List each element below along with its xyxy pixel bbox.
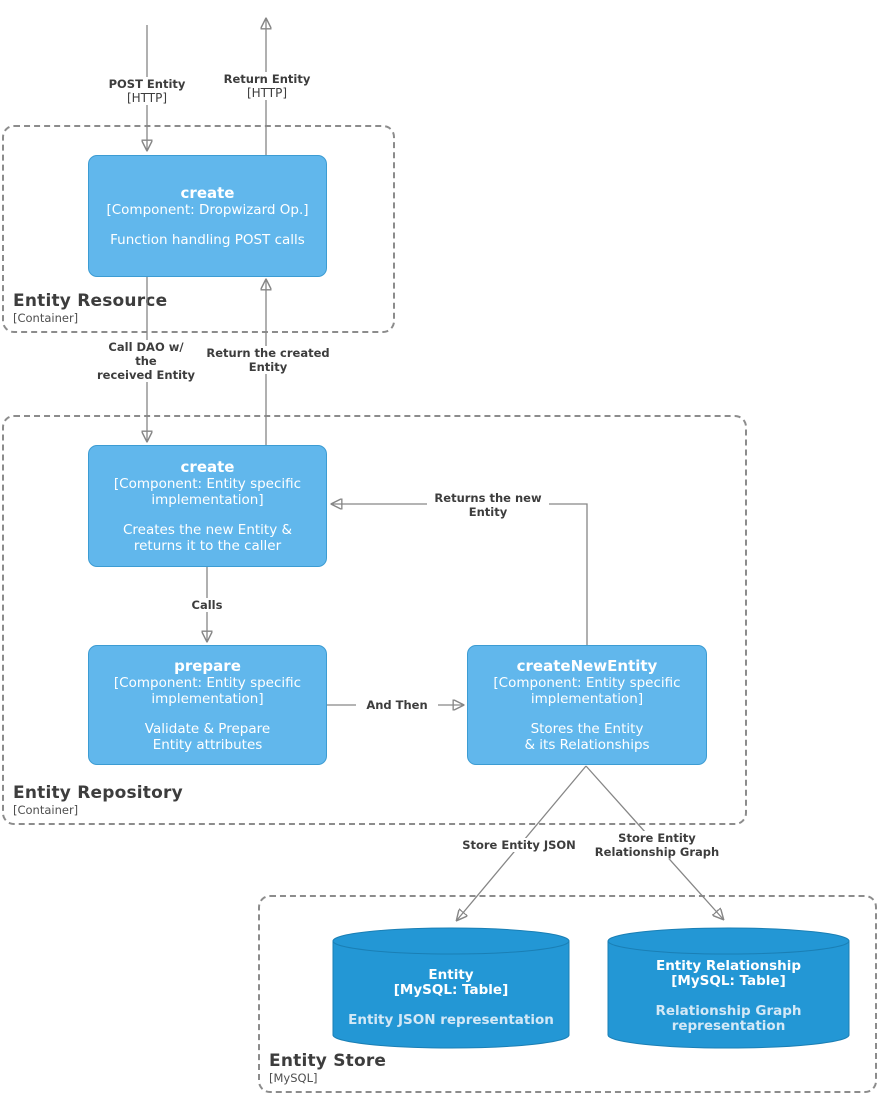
component-create-resource: create [Component: Dropwizard Op.] Funct… bbox=[88, 155, 327, 277]
container-label: Entity Repository [Container] bbox=[13, 783, 183, 818]
component-title: prepare bbox=[174, 657, 241, 675]
edge-label-returns-new-entity: Returns the new Entity bbox=[427, 491, 549, 519]
container-entity-repository: Entity Repository [Container] bbox=[2, 415, 747, 825]
edge-label-return-entity: Return Entity [HTTP] bbox=[207, 72, 327, 100]
container-subtitle: [Container] bbox=[13, 803, 79, 817]
database-type: [MySQL: Table] bbox=[671, 973, 786, 989]
edge-label-calls: Calls bbox=[177, 598, 237, 612]
container-subtitle: [Container] bbox=[13, 311, 79, 325]
container-label: Entity Resource [Container] bbox=[13, 291, 168, 326]
component-title: create bbox=[180, 184, 235, 202]
edge-label-and-then: And Then bbox=[356, 698, 438, 712]
component-description: returns it to the caller bbox=[133, 538, 282, 554]
component-type: implementation] bbox=[530, 691, 644, 707]
edge-label-call-dao: Call DAO w/ the received Entity bbox=[85, 340, 207, 382]
container-title: Entity Resource bbox=[13, 291, 168, 311]
edge-label-post-entity: POST Entity [HTTP] bbox=[87, 77, 207, 105]
database-title: Entity Relationship bbox=[655, 958, 802, 974]
component-title: createNewEntity bbox=[516, 657, 658, 675]
container-subtitle: [MySQL] bbox=[269, 1071, 318, 1085]
edge-label-store-relationship-graph: Store Entity Relationship Graph bbox=[587, 831, 727, 859]
database-description: Entity JSON representation bbox=[348, 1012, 554, 1028]
database-label: Entity [MySQL: Table] Entity JSON repres… bbox=[332, 968, 570, 1028]
edge-label-return-created: Return the created Entity bbox=[204, 346, 332, 374]
component-type: [Component: Entity specific bbox=[113, 675, 302, 691]
container-title: Entity Repository bbox=[13, 783, 183, 803]
component-type: implementation] bbox=[151, 492, 264, 508]
database-entity-table: Entity [MySQL: Table] Entity JSON repres… bbox=[332, 926, 570, 1050]
component-prepare: prepare [Component: Entity specific impl… bbox=[88, 645, 327, 765]
component-description: Creates the new Entity & bbox=[122, 522, 293, 538]
cylinder-shape bbox=[332, 927, 570, 1049]
container-label: Entity Store [MySQL] bbox=[269, 1051, 387, 1086]
component-type: implementation] bbox=[151, 691, 264, 707]
component-title: create bbox=[180, 458, 235, 476]
database-description: representation bbox=[671, 1018, 786, 1034]
component-type: [Component: Dropwizard Op.] bbox=[106, 202, 309, 218]
component-description: Entity attributes bbox=[152, 737, 263, 753]
database-entity-relationship-table: Entity Relationship [MySQL: Table] Relat… bbox=[607, 926, 850, 1050]
database-description: Relationship Graph bbox=[655, 1003, 802, 1019]
cylinder-shape bbox=[607, 927, 850, 1049]
component-create-new-entity: createNewEntity [Component: Entity speci… bbox=[467, 645, 707, 765]
database-title: Entity bbox=[428, 967, 474, 983]
container-title: Entity Store bbox=[269, 1051, 387, 1071]
database-type: [MySQL: Table] bbox=[393, 982, 509, 998]
component-create-repository: create [Component: Entity specific imple… bbox=[88, 445, 327, 567]
component-description: & its Relationships bbox=[524, 737, 650, 753]
component-description: Validate & Prepare bbox=[144, 721, 271, 737]
component-type: [Component: Entity specific bbox=[493, 675, 681, 691]
component-description: Function handling POST calls bbox=[110, 232, 305, 248]
component-description: Stores the Entity bbox=[530, 721, 644, 737]
container-entity-resource: Entity Resource [Container] bbox=[2, 125, 395, 333]
database-label: Entity Relationship [MySQL: Table] Relat… bbox=[607, 959, 850, 1034]
component-type: [Component: Entity specific bbox=[113, 476, 302, 492]
edge-label-store-entity-json: Store Entity JSON bbox=[449, 838, 589, 852]
